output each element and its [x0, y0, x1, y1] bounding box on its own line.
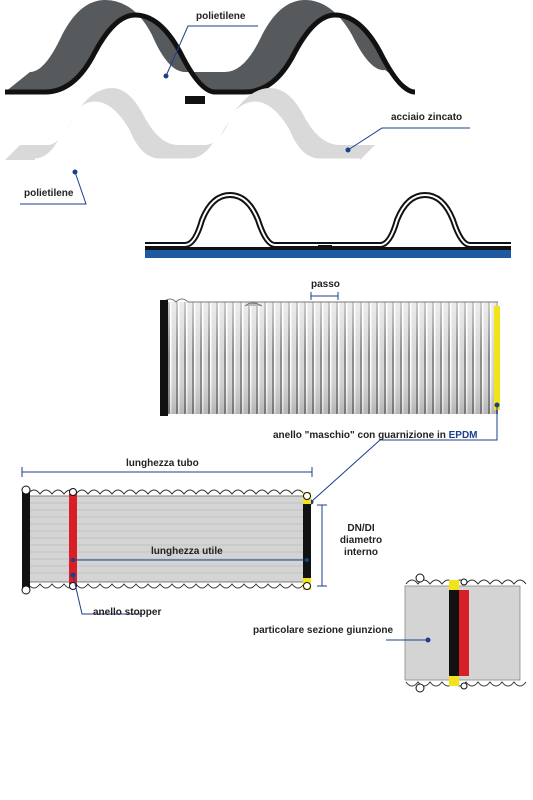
- leader-dot-joint: [425, 637, 431, 643]
- label-polyethylene-top: polietilene: [196, 11, 246, 22]
- leader-lines-stopper: [72, 574, 142, 615]
- joint-detail: [404, 573, 527, 693]
- label-galvanized-steel: acciaio zincato: [391, 112, 463, 123]
- leader-lines-top: [20, 25, 470, 205]
- label-epdm: EPDM: [448, 430, 478, 441]
- label-male-ring-text: anello "maschio" con guarnizione in: [273, 430, 449, 441]
- leader-dot-stopper: [70, 572, 76, 578]
- leader-lines-epdm: [310, 405, 498, 503]
- label-useful-length: lunghezza utile: [151, 546, 223, 557]
- galvanized-steel-layer: [5, 88, 375, 162]
- label-diameter-line3: interno: [344, 547, 378, 558]
- pipe-side-view: [160, 298, 500, 416]
- label-pipe-length: lunghezza tubo: [126, 458, 199, 469]
- label-diameter-line2: diametro: [339, 535, 383, 546]
- label-polyethylene-left: polietilene: [24, 188, 74, 199]
- polyethylene-top-layer: [5, 0, 416, 104]
- pipe-length-view: [21, 467, 327, 595]
- label-joint-detail: particolare sezione giunzione: [253, 625, 394, 636]
- leader-dots-epdm: [308, 402, 500, 505]
- label-diameter-line1: DN/DI: [347, 523, 375, 534]
- label-pitch: passo: [311, 279, 340, 290]
- label-male-ring: anello "maschio" con guarnizione in EPDM: [273, 430, 478, 442]
- profile-cross-section: [145, 191, 511, 258]
- label-stopper-ring: anello stopper: [93, 607, 162, 618]
- pitch-marker: [310, 292, 339, 300]
- leader-dots-top: [72, 73, 351, 175]
- label-diameter: DN/DI diametro interno: [331, 523, 391, 559]
